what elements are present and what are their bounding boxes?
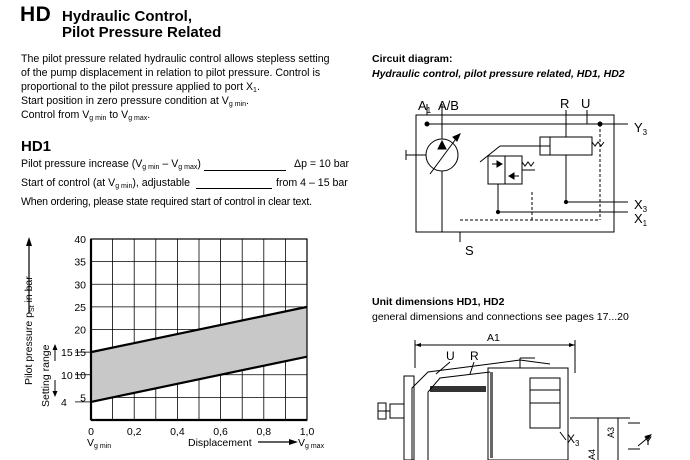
x-tick-label: 0,8 (256, 426, 271, 438)
spec-leader-line (204, 170, 286, 171)
circuit-label-r: R (560, 96, 569, 111)
setting-range-value: 15 (61, 347, 73, 359)
unit-dimensions-subheading: general dimensions and connections see p… (372, 311, 629, 323)
circuit-label-x1: X1 (634, 211, 648, 228)
y-tick-label: 20 (74, 325, 86, 337)
x-tick-label: 0,6 (213, 426, 228, 438)
spec-leader-line (196, 188, 272, 189)
y-axis-label: Pilot pressure pSt in bar (23, 276, 36, 385)
chart-axes (89, 238, 308, 422)
ordering-note: When ordering, please state required sta… (21, 196, 312, 208)
setting-range-label: Setting range (40, 344, 52, 407)
page-title-line2: Pilot Pressure Related (62, 24, 222, 41)
unit-dimensions-heading: Unit dimensions HD1, HD2 (372, 296, 505, 308)
circuit-heading: Circuit diagram: (372, 53, 453, 65)
dim-label-r: R (470, 349, 479, 363)
unit-dimension-drawing: A1 U R X3 Y A4 A3 (377, 332, 652, 460)
x-axis-arrowhead (289, 439, 298, 445)
upper-control-line (90, 305, 308, 354)
dim-label-a1: A1 (487, 332, 500, 344)
x-tick-labels: 0 0,2 0,4 0,6 0,8 1,0 (88, 426, 314, 438)
y-tick-label: 35 (74, 257, 86, 269)
circuit-label-ab: A/B (438, 98, 459, 113)
lower-control-line (90, 355, 308, 403)
x-axis-label: Displacement (188, 437, 252, 449)
circuit-label-u: U (581, 96, 590, 111)
y-tick-label: 30 (74, 279, 86, 291)
section-code: HD (20, 3, 52, 26)
intro-line-2: of the pump displacement in relation to … (21, 67, 321, 79)
circuit-diagram: A1 A/B R U Y3 X3 X1 S (405, 96, 648, 258)
setting-range-value: 4 (61, 397, 67, 409)
dim-label-a3: A3 (606, 427, 616, 438)
circuit-label-x3: X3 (634, 197, 648, 214)
x-tick-label: 0,4 (170, 426, 185, 438)
y-tick-label: 25 (74, 302, 86, 314)
circuit-label-y3: Y3 (634, 120, 648, 137)
spec-start-control-value: from 4 – 15 bar (276, 177, 348, 189)
y-tick-label: 15 (74, 347, 86, 359)
x-tick-label: 1,0 (300, 426, 315, 438)
intro-line-1: The pilot pressure related hydraulic con… (21, 53, 330, 65)
intro-line-3: proportional to the pilot pressure appli… (21, 81, 260, 94)
spec-pilot-pressure-label: Pilot pressure increase (Vg min – Vg max… (21, 158, 201, 171)
circuit-label-a1: A1 (418, 98, 432, 115)
y-tick-label: 40 (74, 234, 86, 246)
spec-start-control-label: Start of control (at Vg min), adjustable (21, 177, 191, 190)
section-heading-hd1: HD1 (21, 138, 52, 155)
dim-label-a4: A4 (587, 449, 597, 460)
y-axis-arrowhead (26, 237, 32, 246)
x-tick-label: 0 (88, 426, 94, 438)
y-tick-labels: 40 35 30 25 20 15 10 5 (74, 234, 86, 404)
x-axis-left-label: Vg min (87, 437, 111, 450)
x-axis-right-label: Vg max (298, 437, 325, 450)
intro-line-4: Start position in zero pressure conditio… (21, 95, 249, 108)
dim-label-x3: X3 (567, 432, 580, 448)
x-tick-label: 0,2 (127, 426, 142, 438)
intro-line-5: Control from Vg min to Vg max. (21, 109, 151, 122)
y-tick-label: 5 (80, 392, 86, 404)
dim-label-y: Y (644, 434, 652, 448)
spec-pilot-pressure-value: Δp = 10 bar (294, 158, 350, 170)
setting-range-value: 10 (61, 370, 73, 382)
circuit-label-s: S (465, 243, 474, 258)
circuit-subheading: Hydraulic control, pilot pressure relate… (372, 68, 625, 80)
page-title-line1: Hydraulic Control, (62, 8, 193, 25)
y-tick-label: 10 (74, 370, 86, 382)
dim-label-u: U (446, 349, 455, 363)
setting-range-band (91, 306, 307, 402)
